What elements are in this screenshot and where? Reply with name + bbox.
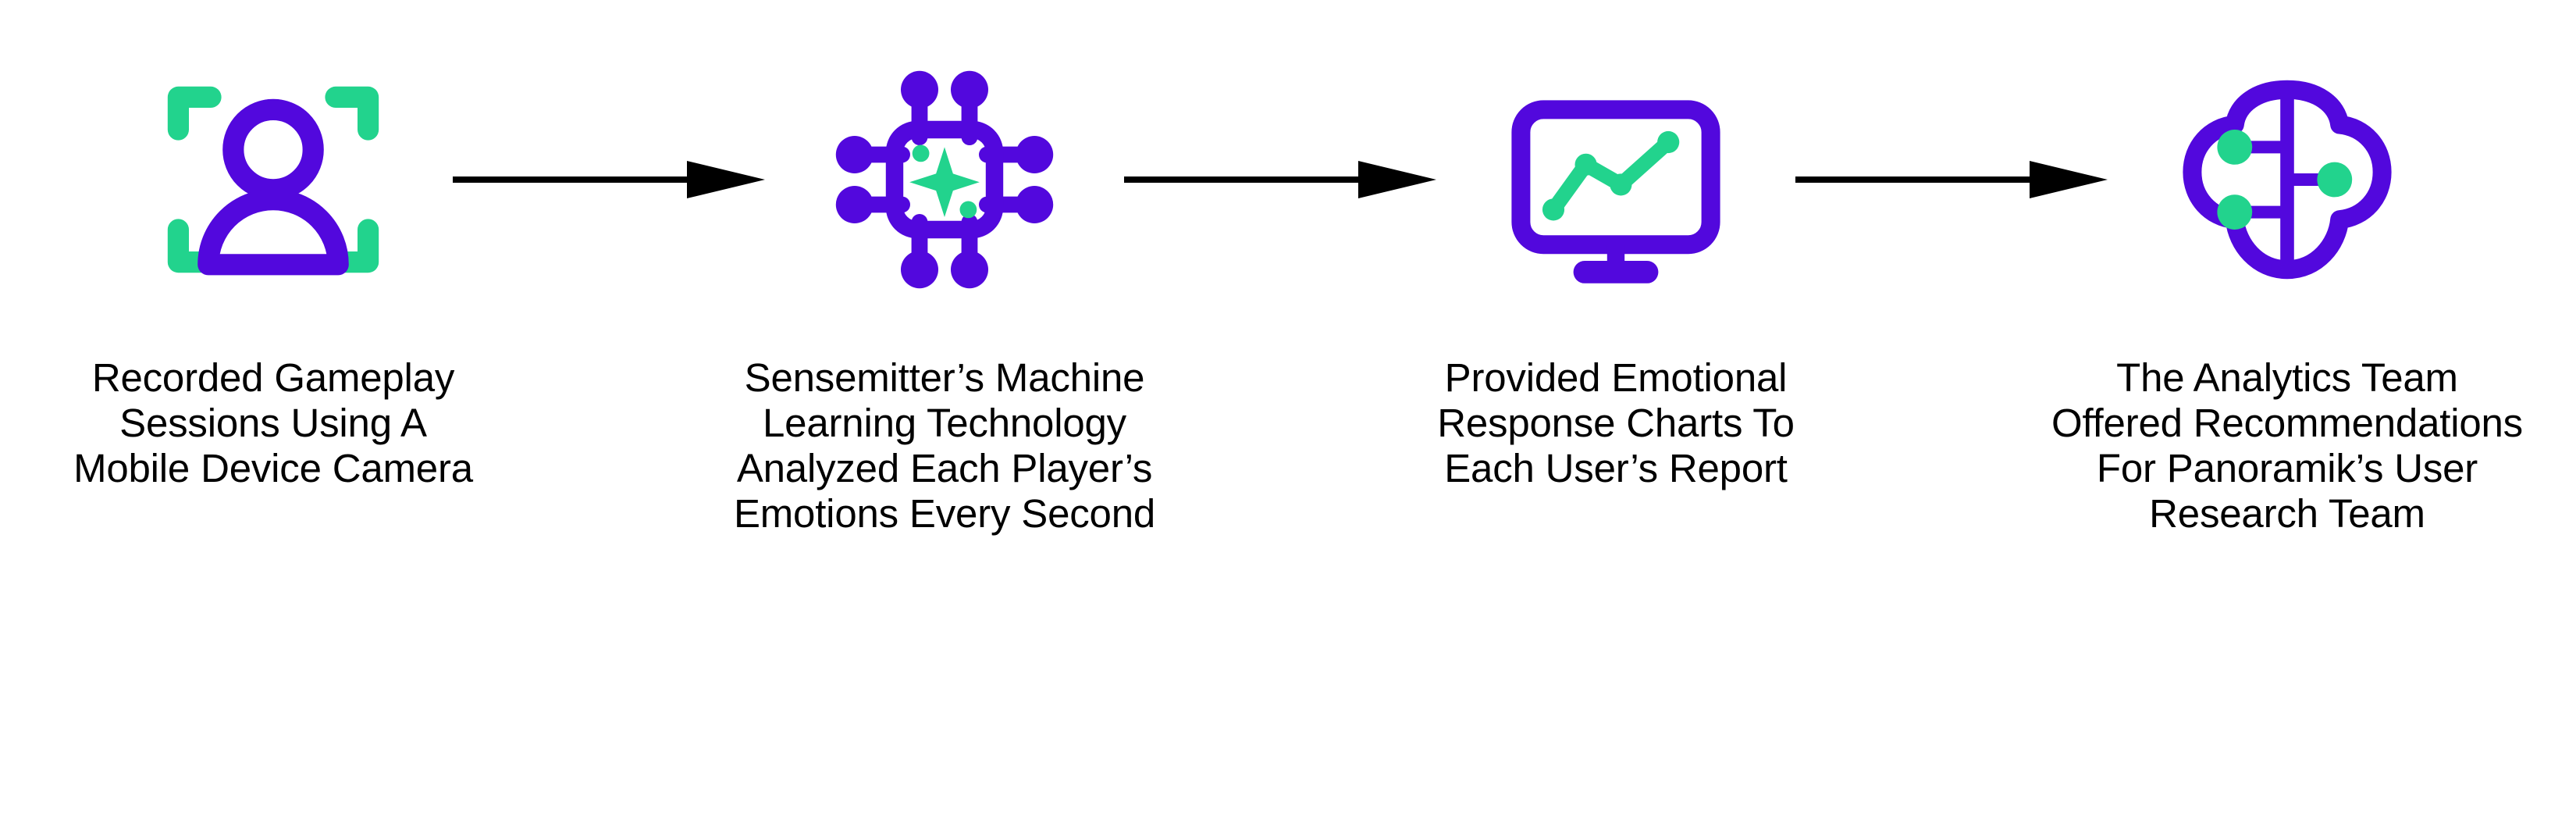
step-3-caption: Provided Emotional Response Charts To Ea… — [1437, 355, 1795, 490]
brain-nodes-icon — [2154, 23, 2420, 336]
process-step-1: Recorded Gameplay Sessions Using A Mobil… — [0, 0, 546, 491]
person-scan-frame-icon — [141, 23, 406, 336]
step-2-caption: Sensemitter’s Machine Learning Technolog… — [733, 355, 1156, 536]
step-4-caption: The Analytics Team Offered Recommendatio… — [2051, 355, 2523, 536]
process-step-3: Provided Emotional Response Charts To Ea… — [1343, 0, 1889, 491]
process-step-2: Sensemitter’s Machine Learning Technolog… — [671, 0, 1218, 537]
ai-chip-sparkle-icon — [812, 23, 1077, 336]
process-step-4: The Analytics Team Offered Recommendatio… — [2014, 0, 2560, 537]
flow-arrow-3 — [1795, 23, 2108, 336]
flow-arrow-2 — [1124, 23, 1436, 336]
flow-arrow-1 — [453, 23, 765, 336]
step-1-caption: Recorded Gameplay Sessions Using A Mobil… — [73, 355, 473, 490]
monitor-line-chart-icon — [1483, 23, 1749, 336]
